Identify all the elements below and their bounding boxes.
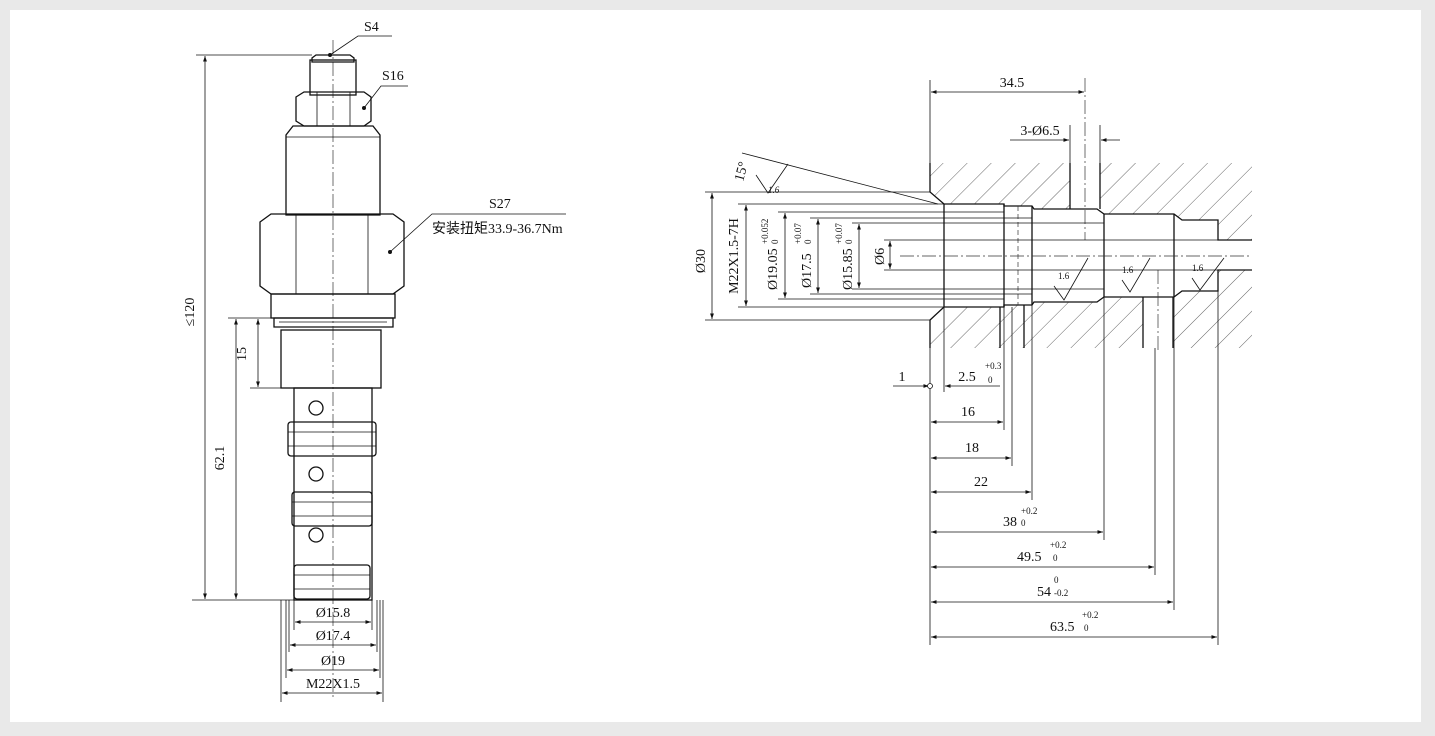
label-d1905: Ø19.05 (766, 248, 781, 290)
label-38: 38 (1003, 515, 1017, 530)
label-angle: 15° (732, 160, 752, 183)
cavity-hatch-lower (930, 270, 1252, 348)
label-d174: Ø17.4 (316, 629, 351, 644)
leader-s4 (329, 35, 392, 56)
label-d158: Ø15.8 (316, 606, 351, 621)
tol-495-lower: 0 (1053, 553, 1058, 563)
roughness-2: 1.6 (1058, 271, 1070, 281)
label-torque: 安装扭矩33.9-36.7Nm (432, 221, 563, 237)
label-22: 22 (974, 475, 988, 490)
tol-d25-upper: +0.3 (985, 361, 1002, 371)
tol-d175-upper: +0.07 (793, 223, 803, 244)
drawing-sheet (10, 10, 1421, 722)
label-635: 63.5 (1050, 620, 1075, 635)
label-s27: S27 (489, 197, 511, 212)
label-54: 54 (1037, 585, 1051, 600)
tol-38-lower: 0 (1021, 518, 1026, 528)
tol-635-upper: +0.2 (1082, 610, 1098, 620)
label-d30: Ø30 (694, 249, 709, 273)
seal-grooves (287, 421, 377, 600)
tol-d175-lower: 0 (803, 239, 813, 244)
label-s4: S4 (364, 20, 379, 35)
port-hole (308, 400, 324, 416)
tol-d25-lower: 0 (988, 375, 993, 385)
leader-s16 (363, 85, 408, 109)
tol-54-upper: 0 (1054, 575, 1059, 585)
chamfer-line (741, 152, 939, 205)
cavity-view: 34.5 3-Ø6.5 15° 1.6 Ø30 M22X1.5-7H Ø19.0… (694, 76, 1252, 645)
tol-635-lower: 0 (1084, 623, 1089, 633)
label-d6: Ø6 (873, 248, 888, 265)
leader-s27 (389, 213, 566, 253)
port-hole (308, 527, 324, 543)
label-thread-7h: M22X1.5-7H (727, 218, 742, 294)
label-s16: S16 (382, 69, 404, 84)
label-d175: Ø17.5 (800, 253, 815, 288)
label-495: 49.5 (1017, 550, 1042, 565)
upper-cylinder (280, 329, 382, 389)
label-length: ≤120 (183, 298, 198, 327)
label-d1585: Ø15.85 (841, 248, 856, 290)
tol-495-upper: +0.2 (1050, 540, 1066, 550)
adjuster-stem (309, 59, 357, 96)
tol-d1905-lower: 0 (770, 239, 780, 244)
tol-d1585-lower: 0 (844, 239, 854, 244)
label-15: 15 (235, 347, 250, 361)
label-d25: 2.5 (958, 370, 976, 385)
tol-54-lower: -0.2 (1054, 588, 1068, 598)
label-62: 62.1 (213, 446, 228, 471)
cartridge-valve-view: S4 S16 S27 安装扭矩33.9-36.7Nm ≤120 15 62.1 … (183, 20, 566, 702)
label-345: 34.5 (1000, 76, 1025, 91)
bonnet-sleeve (285, 125, 381, 216)
label-one: 1 (899, 370, 906, 385)
label-holes: 3-Ø6.5 (1020, 124, 1059, 139)
tol-d1585-upper: +0.07 (834, 223, 844, 244)
label-18: 18 (965, 441, 979, 456)
port-hole (308, 466, 324, 482)
label-thread: M22X1.5 (306, 677, 360, 692)
roughness-4: 1.6 (1192, 263, 1204, 273)
roughness-1: 1.6 (768, 185, 780, 195)
lock-nut (295, 91, 372, 127)
tol-38-upper: +0.2 (1021, 506, 1037, 516)
hex-body (259, 213, 405, 295)
roughness-3: 1.6 (1122, 265, 1134, 275)
label-d19: Ø19 (321, 654, 345, 669)
tol-d1905-upper: +0.052 (760, 219, 770, 244)
label-16: 16 (961, 405, 975, 420)
adjuster-cap (311, 54, 355, 63)
